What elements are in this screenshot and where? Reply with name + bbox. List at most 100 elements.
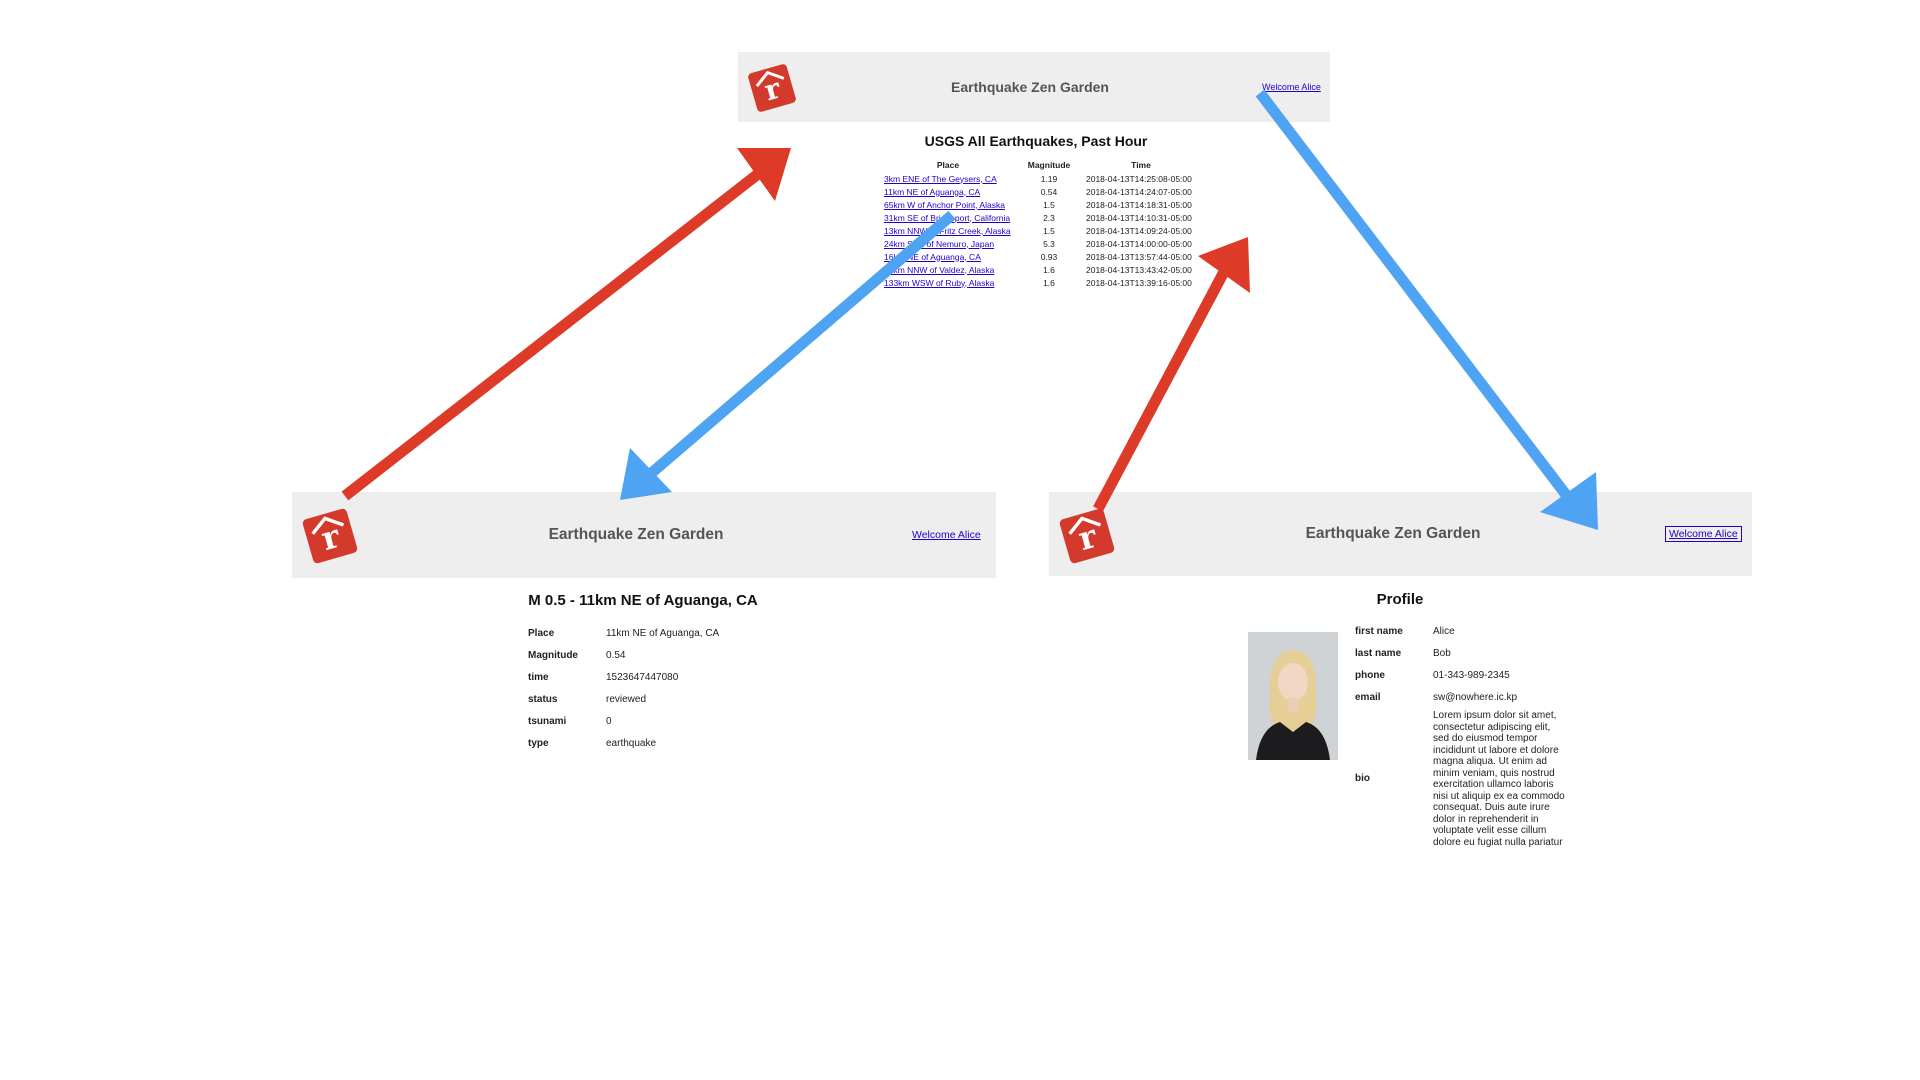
place-cell: 16km NE of Aguanga, CA bbox=[878, 250, 1018, 263]
earthquake-table-body: 3km ENE of The Geysers, CA 1.19 2018-04-13… bbox=[878, 172, 1202, 289]
time-cell: 2018-04-13T14:10:31-05:00 bbox=[1086, 212, 1192, 223]
realtor-logo-icon[interactable]: r bbox=[744, 60, 800, 116]
detail-field-row: tsunami 0 bbox=[528, 710, 719, 732]
detail-field-row: type earthquake bbox=[528, 732, 719, 754]
magnitude-cell: 1.19 bbox=[1040, 173, 1058, 184]
field-label: time bbox=[528, 671, 549, 683]
magnitude-cell: 0.54 bbox=[1040, 186, 1058, 197]
time-cell: 2018-04-13T14:18:31-05:00 bbox=[1086, 199, 1192, 210]
field-label: bio bbox=[1355, 772, 1370, 784]
table-row: 133km WSW of Ruby, Alaska 1.6 2018-04-13T1… bbox=[878, 276, 1202, 289]
page-title: USGS All Earthquakes, Past Hour bbox=[924, 133, 1148, 149]
welcome-link[interactable]: Welcome Alice bbox=[912, 529, 981, 541]
magnitude-cell: 1.5 bbox=[1043, 225, 1055, 236]
earthquake-place-link[interactable]: 31km SE of Bridgeport, California bbox=[884, 212, 1011, 223]
field-label: email bbox=[1355, 691, 1381, 703]
field-label: Place bbox=[528, 627, 555, 639]
field-value: Lorem ipsum dolor sit amet, consectetur … bbox=[1433, 710, 1565, 848]
detail-field-row: Place 11km NE of Aguanga, CA bbox=[528, 622, 719, 644]
place-cell: 11km NE of Aguanga, CA bbox=[878, 185, 1018, 198]
app-title: Earthquake Zen Garden bbox=[951, 79, 1109, 95]
page-title: M 0.5 - 11km NE of Aguanga, CA bbox=[528, 592, 758, 609]
field-value: Alice bbox=[1433, 625, 1455, 637]
place-cell: 93km NNW of Valdez, Alaska bbox=[878, 263, 1018, 276]
page-title: Profile bbox=[1376, 591, 1424, 608]
app-title: Earthquake Zen Garden bbox=[1305, 525, 1481, 542]
field-label: last name bbox=[1355, 647, 1402, 659]
detail-field-row: Magnitude 0.54 bbox=[528, 644, 719, 666]
earthquake-place-link[interactable]: 13km NNW of Fritz Creek, Alaska bbox=[884, 225, 1011, 236]
profile-page-header: r Earthquake Zen Garden Welcome Alice bbox=[1049, 492, 1752, 576]
time-cell: 2018-04-13T14:24:07-05:00 bbox=[1086, 186, 1192, 197]
magnitude-cell: 1.6 bbox=[1043, 264, 1055, 275]
field-value: sw@nowhere.ic.kp bbox=[1433, 691, 1518, 703]
profile-field-row: email sw@nowhere.ic.kp bbox=[1355, 686, 1568, 708]
realtor-logo-icon[interactable]: r bbox=[298, 504, 362, 568]
earthquake-place-link[interactable]: 133km WSW of Ruby, Alaska bbox=[884, 277, 995, 288]
welcome-link[interactable]: Welcome Alice bbox=[1262, 82, 1321, 92]
profile-field-row: bio Lorem ipsum dolor sit amet, consectet… bbox=[1355, 708, 1568, 848]
earthquake-place-link[interactable]: 93km NNW of Valdez, Alaska bbox=[884, 264, 995, 275]
field-label: status bbox=[528, 693, 558, 705]
profile-page-panel: r Earthquake Zen Garden Welcome Alice Pr… bbox=[1049, 492, 1752, 942]
detail-page-header: r Earthquake Zen Garden Welcome Alice bbox=[292, 492, 996, 578]
time-cell: 2018-04-13T13:43:42-05:00 bbox=[1086, 264, 1192, 275]
place-cell: 3km ENE of The Geysers, CA bbox=[878, 172, 1018, 185]
table-row: 3km ENE of The Geysers, CA 1.19 2018-04-13… bbox=[878, 172, 1202, 185]
time-cell: 2018-04-13T13:39:16-05:00 bbox=[1086, 277, 1192, 288]
field-value: 0 bbox=[606, 715, 612, 727]
field-label: type bbox=[528, 737, 549, 749]
magnitude-cell: 2.3 bbox=[1043, 212, 1055, 223]
earthquake-place-link[interactable]: 65km W of Anchor Point, Alaska bbox=[884, 199, 1005, 210]
place-cell: 65km W of Anchor Point, Alaska bbox=[878, 198, 1018, 211]
column-header-time: Time bbox=[1131, 160, 1151, 170]
field-label: tsunami bbox=[528, 715, 567, 727]
detail-field-row: time 1523647447080 bbox=[528, 666, 719, 688]
realtor-logo-icon[interactable]: r bbox=[1055, 504, 1119, 568]
time-cell: 2018-04-13T13:57:44-05:00 bbox=[1086, 251, 1192, 262]
table-row: 11km NE of Aguanga, CA 0.54 2018-04-13T14:… bbox=[878, 185, 1202, 198]
earthquake-place-link[interactable]: 24km SSE of Nemuro, Japan bbox=[884, 238, 995, 249]
time-cell: 2018-04-13T14:25:08-05:00 bbox=[1086, 173, 1192, 184]
field-value: 11km NE of Aguanga, CA bbox=[606, 627, 720, 639]
magnitude-cell: 1.6 bbox=[1043, 277, 1055, 288]
field-value: 0.54 bbox=[606, 649, 626, 661]
column-header-magnitude: Magnitude bbox=[1027, 160, 1071, 170]
detail-table: Place 11km NE of Aguanga, CA Magnitude 0.54… bbox=[528, 622, 719, 754]
place-cell: 13km NNW of Fritz Creek, Alaska bbox=[878, 224, 1018, 237]
list-page-header: r Earthquake Zen Garden Welcome Alice bbox=[738, 52, 1330, 122]
earthquake-place-link[interactable]: 11km NE of Aguanga, CA bbox=[884, 186, 981, 197]
profile-photo bbox=[1248, 632, 1338, 760]
earthquake-place-link[interactable]: 16km NE of Aguanga, CA bbox=[884, 251, 981, 262]
earthquake-place-link[interactable]: 3km ENE of The Geysers, CA bbox=[884, 173, 997, 184]
arrow-logo-to-list bbox=[341, 148, 791, 501]
magnitude-cell: 5.3 bbox=[1043, 238, 1055, 249]
detail-field-row: status reviewed bbox=[528, 688, 719, 710]
field-value: 1523647447080 bbox=[606, 671, 679, 683]
field-label: first name bbox=[1355, 625, 1403, 637]
list-page-panel: r Earthquake Zen Garden Welcome Alice US… bbox=[738, 52, 1330, 302]
profile-field-row: first name Alice bbox=[1355, 620, 1568, 642]
field-value: reviewed bbox=[606, 693, 647, 705]
place-cell: 133km WSW of Ruby, Alaska bbox=[878, 276, 1018, 289]
field-value: Bob bbox=[1433, 647, 1451, 659]
field-value: earthquake bbox=[606, 737, 657, 749]
welcome-link[interactable]: Welcome Alice bbox=[1665, 526, 1742, 542]
field-label: Magnitude bbox=[528, 649, 578, 661]
field-value: 01-343-989-2345 bbox=[1433, 669, 1510, 681]
earthquake-table: Place Magnitude Time 3km ENE of The Geys… bbox=[878, 160, 1202, 289]
column-header-place: Place bbox=[936, 160, 960, 170]
app-title: Earthquake Zen Garden bbox=[548, 526, 724, 543]
profile-field-row: last name Bob bbox=[1355, 642, 1568, 664]
place-cell: 31km SE of Bridgeport, California bbox=[878, 211, 1018, 224]
place-cell: 24km SSE of Nemuro, Japan bbox=[878, 237, 1018, 250]
table-row: 93km NNW of Valdez, Alaska 1.6 2018-04-13T… bbox=[878, 263, 1202, 276]
table-row: 31km SE of Bridgeport, California 2.3 2018… bbox=[878, 211, 1202, 224]
